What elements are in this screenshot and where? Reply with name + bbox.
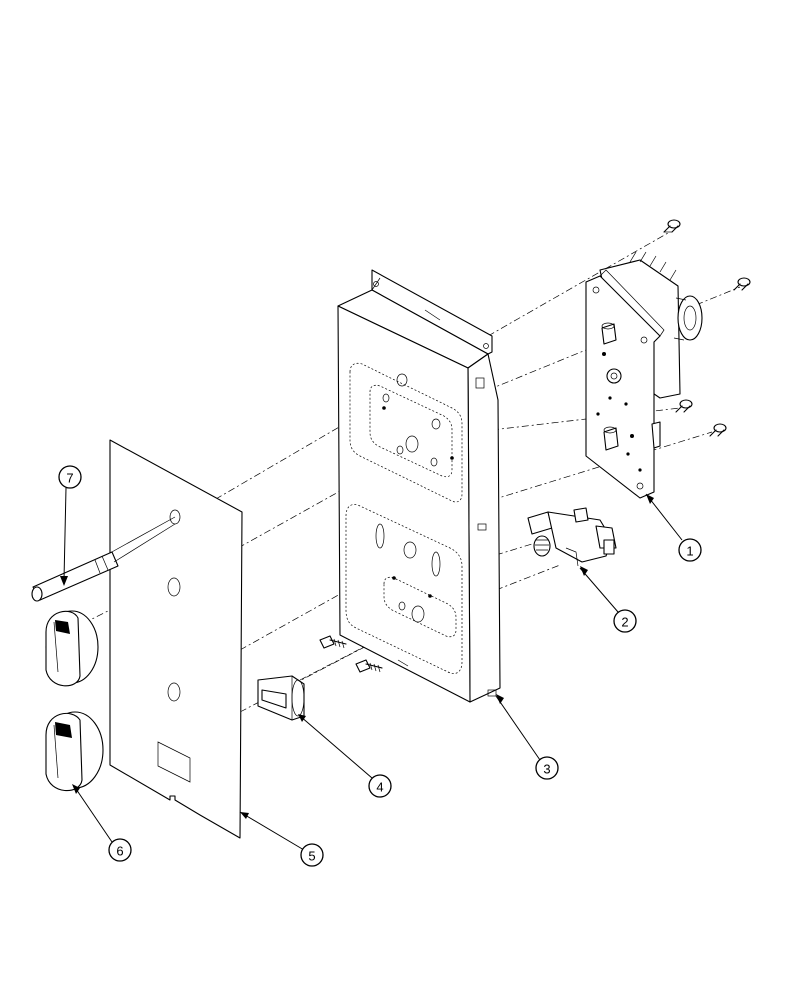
- timer-module: [585, 251, 703, 499]
- callout-2: 2: [613, 609, 637, 633]
- screw-left-upper: [319, 635, 347, 649]
- callout-5: 5: [300, 843, 324, 867]
- thermostat-switch: [527, 507, 617, 567]
- screw-timer-middle: [675, 399, 693, 413]
- screw-timer-top: [663, 219, 681, 233]
- callout-4-label: 4: [376, 780, 383, 795]
- callout-4: 4: [368, 774, 392, 798]
- leader-lines: [60, 487, 683, 851]
- indicator-probe: [31, 516, 176, 602]
- callout-2-label: 2: [621, 615, 628, 630]
- callout-7-label: 7: [66, 471, 73, 486]
- control-knob-lower: [45, 711, 104, 792]
- callout-1: 1: [678, 538, 702, 562]
- rocker-switch: [257, 675, 305, 721]
- callout-3-label: 3: [543, 762, 550, 777]
- front-panel: [109, 439, 243, 839]
- callout-6-label: 6: [116, 844, 123, 859]
- callout-1-label: 1: [686, 544, 693, 559]
- control-knob-upper: [45, 610, 99, 687]
- callout-7: 7: [58, 465, 82, 489]
- callout-5-label: 5: [308, 849, 315, 864]
- screw-timer-right-top: [733, 277, 751, 291]
- callout-6: 6: [108, 838, 132, 862]
- callout-3: 3: [535, 756, 559, 780]
- screw-left-lower: [355, 659, 383, 673]
- screw-timer-lower: [709, 423, 727, 437]
- control-housing: [337, 269, 501, 703]
